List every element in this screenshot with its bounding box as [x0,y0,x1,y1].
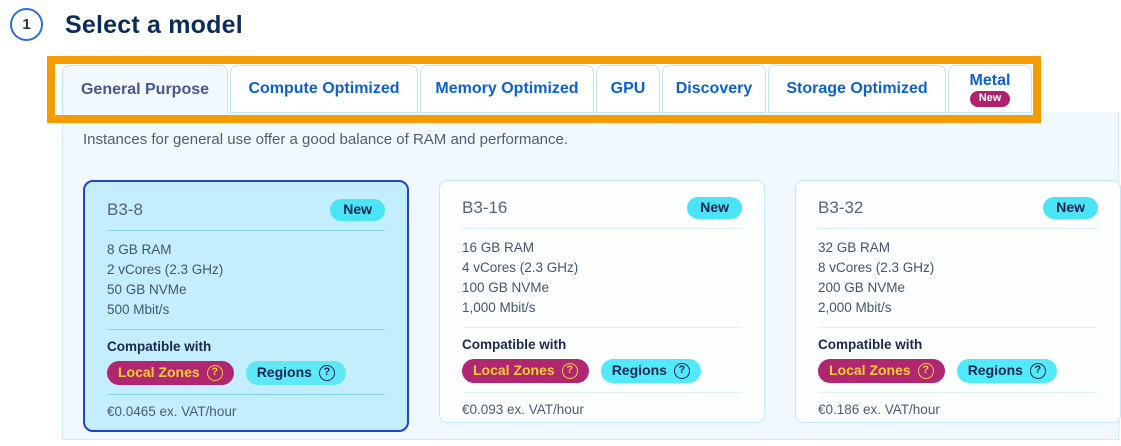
divider [462,392,742,393]
model-name: B3-32 [818,198,864,217]
model-cards-row: B3-8 New 8 GB RAM 2 vCores (2.3 GHz) 50 … [83,180,1121,432]
tab-discovery[interactable]: Discovery [662,65,766,113]
divider [462,327,742,328]
new-badge: New [687,197,742,219]
local-zones-label: Local Zones [118,364,200,380]
local-zones-pill[interactable]: Local Zones ? [462,359,589,383]
page-title: Select a model [65,11,243,39]
tab-label: Metal [969,71,1011,89]
model-card-b3-8[interactable]: B3-8 New 8 GB RAM 2 vCores (2.3 GHz) 50 … [83,180,409,432]
spec-storage: 100 GB NVMe [462,280,550,295]
help-icon[interactable]: ? [917,362,934,379]
divider [107,394,385,395]
panel-description: Instances for general use offer a good b… [83,131,569,148]
local-zones-pill[interactable]: Local Zones ? [107,361,234,385]
general-purpose-panel: Instances for general use offer a good b… [62,112,1121,440]
tab-memory-optimized[interactable]: Memory Optimized [420,65,594,113]
model-card-b3-32[interactable]: B3-32 New 32 GB RAM 8 vCores (2.3 GHz) 2… [795,180,1121,423]
regions-label: Regions [967,362,1023,378]
spec-bandwidth: 2,000 Mbit/s [818,300,892,315]
regions-label: Regions [611,362,667,378]
model-category-tabs: General Purpose Compute Optimized Memory… [62,65,1032,114]
compatible-with-label: Compatible with [818,337,923,352]
divider [462,228,742,229]
regions-pill[interactable]: Regions ? [956,359,1057,383]
card-header: B3-16 New [462,197,742,219]
local-zones-label: Local Zones [473,362,555,378]
tab-compute-optimized[interactable]: Compute Optimized [230,65,418,113]
divider [818,228,1098,229]
spec-storage: 200 GB NVMe [818,280,906,295]
regions-pill[interactable]: Regions ? [245,361,346,385]
step-number: 1 [22,16,31,33]
tab-label: Compute Optimized [248,80,400,97]
spec-bandwidth: 1,000 Mbit/s [462,300,536,315]
model-name: B3-8 [107,200,143,219]
new-badge: New [969,90,1011,107]
spec-vcores: 4 vCores (2.3 GHz) [462,260,579,275]
compatibility-pills: Local Zones ? Regions ? [107,361,385,385]
divider [818,327,1098,328]
spec-ram: 16 GB RAM [462,240,535,255]
tab-gpu[interactable]: GPU [596,65,660,113]
help-icon[interactable]: ? [318,364,335,381]
spec-ram: 32 GB RAM [818,240,891,255]
compatibility-pills: Local Zones ? Regions ? [818,359,1098,383]
compatible-with-label: Compatible with [107,339,212,354]
compatible-with-label: Compatible with [462,337,567,352]
help-icon[interactable]: ? [206,364,223,381]
local-zones-label: Local Zones [829,362,911,378]
tab-label: GPU [610,80,646,97]
model-card-b3-16[interactable]: B3-16 New 16 GB RAM 4 vCores (2.3 GHz) 1… [439,180,765,423]
divider [107,230,385,231]
tab-label: Discovery [675,80,753,97]
divider [107,329,385,330]
step-number-badge: 1 [10,8,43,41]
regions-label: Regions [256,364,312,380]
tab-label: Memory Optimized [435,80,579,97]
price-label: €0.186 ex. VAT/hour [818,402,940,417]
local-zones-pill[interactable]: Local Zones ? [818,359,945,383]
help-icon[interactable]: ? [1029,362,1046,379]
tab-label: Storage Optimized [786,80,928,97]
spec-ram: 8 GB RAM [107,242,172,257]
price-label: €0.093 ex. VAT/hour [462,402,584,417]
compatibility-pills: Local Zones ? Regions ? [462,359,742,383]
spec-storage: 50 GB NVMe [107,282,187,297]
tab-general-purpose[interactable]: General Purpose [62,65,228,114]
tab-label: General Purpose [80,80,210,98]
help-icon[interactable]: ? [673,362,690,379]
model-name: B3-16 [462,198,508,217]
regions-pill[interactable]: Regions ? [600,359,701,383]
help-icon[interactable]: ? [561,362,578,379]
divider [818,392,1098,393]
spec-bandwidth: 500 Mbit/s [107,302,170,317]
card-header: B3-32 New [818,197,1098,219]
spec-vcores: 2 vCores (2.3 GHz) [107,262,224,277]
price-label: €0.0465 ex. VAT/hour [107,404,237,419]
tab-metal[interactable]: Metal New [948,65,1032,113]
new-badge: New [330,199,385,221]
tab-storage-optimized[interactable]: Storage Optimized [768,65,946,113]
card-header: B3-8 New [107,199,385,221]
spec-vcores: 8 vCores (2.3 GHz) [818,260,935,275]
new-badge: New [1043,197,1098,219]
